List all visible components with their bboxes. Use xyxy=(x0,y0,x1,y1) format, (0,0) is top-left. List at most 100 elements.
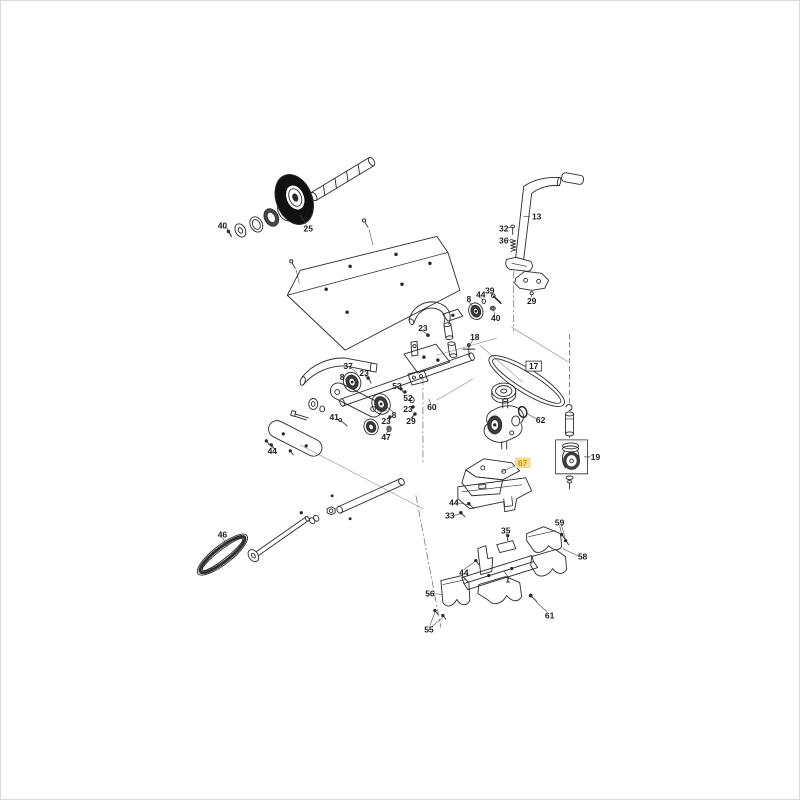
plate-part-33-44 xyxy=(457,477,533,518)
clamp-part-18 xyxy=(462,342,476,357)
part-label-18: 18 xyxy=(470,332,480,342)
part-label-47: 47 xyxy=(381,432,391,442)
part-label-62: 62 xyxy=(536,415,546,425)
svg-text:32: 32 xyxy=(499,223,509,233)
svg-text:44: 44 xyxy=(476,289,486,299)
part-label-52: 52 xyxy=(403,393,413,403)
part-label-8: 8 xyxy=(466,294,471,304)
part-label-23: 23 xyxy=(381,416,391,426)
idler-arm-part xyxy=(299,357,417,436)
spring-part-36 xyxy=(510,238,517,252)
svg-text:47: 47 xyxy=(381,432,391,442)
oring-part-62 xyxy=(517,405,528,419)
svg-text:19: 19 xyxy=(591,452,601,462)
svg-text:17: 17 xyxy=(529,361,539,371)
support-weldment-part-1 xyxy=(461,534,539,590)
svg-text:37: 37 xyxy=(343,361,353,371)
guard-parts xyxy=(433,526,570,620)
svg-text:18: 18 xyxy=(470,332,480,342)
part-label-23: 23 xyxy=(403,404,413,414)
part-label-40: 40 xyxy=(218,220,228,230)
part-label-55: 55 xyxy=(424,624,434,634)
part-label-25: 25 xyxy=(304,223,314,233)
svg-text:8: 8 xyxy=(392,410,397,420)
svg-text:23: 23 xyxy=(418,323,428,333)
bolt-part-41-hardware xyxy=(290,398,348,427)
chain-part-46 xyxy=(196,533,248,576)
svg-text:13: 13 xyxy=(532,211,542,221)
part-label-23: 23 xyxy=(418,323,428,333)
svg-text:44: 44 xyxy=(449,498,459,508)
svg-text:61: 61 xyxy=(545,610,555,620)
svg-text:8: 8 xyxy=(340,372,345,382)
svg-text:36: 36 xyxy=(499,235,509,245)
svg-text:53: 53 xyxy=(392,381,402,391)
svg-text:40: 40 xyxy=(218,220,228,230)
part-label-33: 33 xyxy=(445,511,455,521)
part-label-29: 29 xyxy=(406,416,416,426)
svg-text:23: 23 xyxy=(403,404,413,414)
part-label-36: 36 xyxy=(499,235,509,245)
svg-text:55: 55 xyxy=(424,624,434,634)
shield-plate-part xyxy=(286,218,461,351)
svg-text:1: 1 xyxy=(505,575,510,585)
construction-lines xyxy=(299,326,569,510)
svg-text:41: 41 xyxy=(329,412,339,422)
leader-lines xyxy=(222,215,578,627)
part-label-53: 53 xyxy=(392,381,402,391)
svg-text:59: 59 xyxy=(555,518,565,528)
roller-part xyxy=(309,157,376,202)
belt-part-17 xyxy=(488,355,565,407)
part-label-61: 61 xyxy=(545,610,555,620)
part-label-40: 40 xyxy=(491,313,501,323)
svg-text:29: 29 xyxy=(527,296,537,306)
part-label-67[interactable]: 67 xyxy=(514,457,531,469)
part-label-39: 39 xyxy=(485,285,495,295)
svg-text:62: 62 xyxy=(536,415,546,425)
belt-cover-part-44 xyxy=(264,420,323,457)
part-label-17: 17 xyxy=(525,360,542,372)
svg-text:40: 40 xyxy=(491,313,501,323)
part-label-23: 23 xyxy=(359,368,369,378)
part-label-13: 13 xyxy=(532,211,542,221)
svg-text:35: 35 xyxy=(501,526,511,536)
part-label-44: 44 xyxy=(449,498,459,508)
svg-text:52: 52 xyxy=(403,393,413,403)
part-label-60: 60 xyxy=(427,402,437,412)
part-label-58: 58 xyxy=(578,552,588,562)
part-label-59: 59 xyxy=(555,518,565,528)
part-label-35: 35 xyxy=(501,526,511,536)
svg-text:44: 44 xyxy=(268,446,278,456)
frame-part xyxy=(339,301,475,407)
handle-part-13 xyxy=(505,172,585,272)
pulley-part-8-top xyxy=(468,293,502,320)
svg-text:23: 23 xyxy=(381,416,391,426)
bracket-part-29 xyxy=(514,270,550,296)
svg-text:25: 25 xyxy=(304,223,314,233)
svg-text:60: 60 xyxy=(427,402,437,412)
part-label-37: 37 xyxy=(343,361,353,371)
part-label-1: 1 xyxy=(505,575,510,585)
part-label-44: 44 xyxy=(476,289,486,299)
svg-text:23: 23 xyxy=(359,368,369,378)
disc-part-25 xyxy=(274,174,314,225)
svg-text:58: 58 xyxy=(578,552,588,562)
part-label-32: 32 xyxy=(499,223,509,233)
part-label-8: 8 xyxy=(340,372,345,382)
bracket-part-67 xyxy=(461,458,521,497)
svg-text:56: 56 xyxy=(425,589,435,599)
part-label-19: 19 xyxy=(591,452,601,462)
part-label-46: 46 xyxy=(218,530,228,540)
svg-text:46: 46 xyxy=(218,530,228,540)
svg-text:44: 44 xyxy=(459,568,469,578)
axis-lines xyxy=(415,270,515,628)
part-label-41: 41 xyxy=(329,412,339,422)
caster-part-19 xyxy=(555,333,591,490)
svg-text:33: 33 xyxy=(445,511,455,521)
bolt-part-32 xyxy=(510,224,516,235)
part-label-29: 29 xyxy=(527,296,537,306)
svg-text:67: 67 xyxy=(518,458,528,468)
